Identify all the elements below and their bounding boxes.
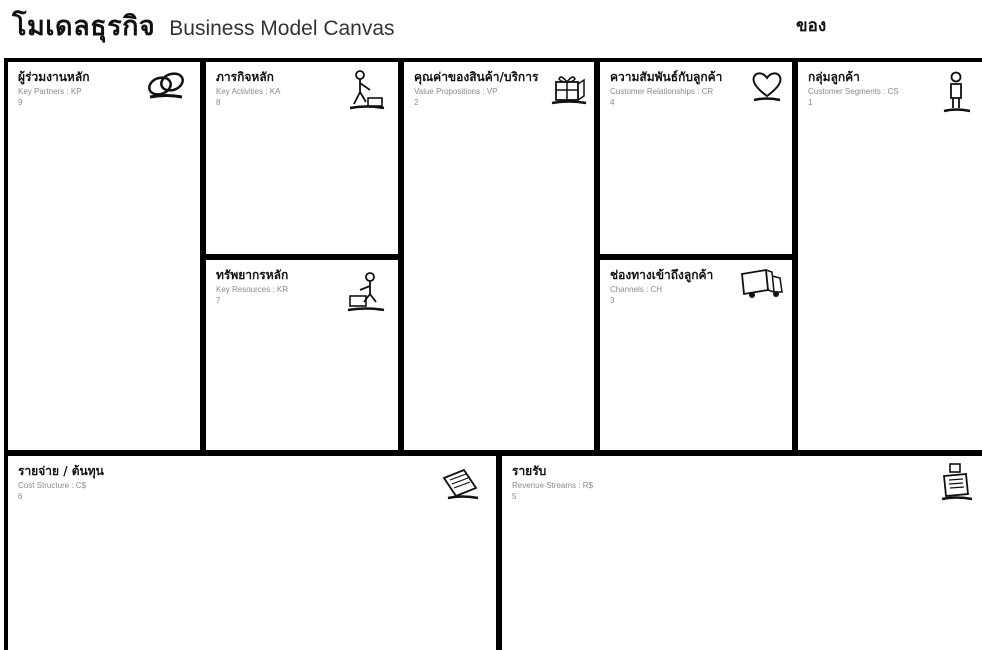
heart-icon (750, 70, 784, 102)
block-channels[interactable]: ช่องทางเข้าถึงลูกค้า Channels : CH 3 (600, 260, 792, 450)
block-title: กลุ่มลูกค้า (808, 70, 860, 84)
block-number: 1 (808, 98, 813, 107)
block-title: ความสัมพันธ์กับลูกค้า (610, 70, 723, 84)
block-subtitle: Cost Structure : C$ (18, 481, 87, 490)
block-number: 3 (610, 296, 615, 305)
block-customer-relationships[interactable]: ความสัมพันธ์กับลูกค้า Customer Relations… (600, 62, 792, 254)
page-title: โมเดลธุรกิจ Business Model Canvas (12, 4, 395, 44)
block-key-partners[interactable]: ผู้ร่วมงานหลัก Key Partners : KP 9 (8, 62, 200, 450)
price-tag-icon (440, 466, 480, 500)
block-subtitle: Revenue Streams : R$ (512, 481, 593, 490)
page-title-english: Business Model Canvas (169, 17, 395, 40)
block-number: 6 (18, 492, 23, 501)
block-title: ช่องทางเข้าถึงลูกค้า (610, 268, 714, 282)
block-title: รายจ่าย / ต้นทุน (18, 464, 104, 478)
worker-activity-icon (346, 68, 386, 112)
block-number: 8 (216, 98, 221, 107)
block-subtitle: Value Propositions : VP (414, 87, 498, 96)
block-number: 5 (512, 492, 517, 501)
customer-person-icon (940, 70, 972, 114)
block-subtitle: Key Resources : KR (216, 285, 289, 294)
block-customer-segments[interactable]: กลุ่มลูกค้า Customer Segments : CS 1 (798, 62, 982, 450)
delivery-truck-icon (738, 266, 784, 302)
block-title: รายรับ (512, 464, 547, 478)
page-title-thai: โมเดลธุรกิจ (12, 11, 156, 42)
worker-resources-icon (346, 270, 386, 314)
block-subtitle: Key Partners : KP (18, 87, 82, 96)
block-title: ผู้ร่วมงานหลัก (18, 70, 90, 84)
block-subtitle: Key Activities : KA (216, 87, 281, 96)
block-subtitle: Customer Segments : CS (808, 87, 899, 96)
block-number: 7 (216, 296, 221, 305)
owner-label: ของ (796, 16, 827, 36)
block-number: 4 (610, 98, 615, 107)
block-key-resources[interactable]: ทรัพยากรหลัก Key Resources : KR 7 (206, 260, 398, 450)
block-number: 9 (18, 98, 23, 107)
block-subtitle: Channels : CH (610, 285, 663, 294)
chain-links-icon (146, 70, 186, 100)
block-number: 2 (414, 98, 419, 107)
cash-register-icon (938, 462, 974, 502)
block-title: คุณค่าของสินค้า/บริการ (414, 70, 539, 84)
block-revenue-streams[interactable]: รายรับ Revenue Streams : R$ 5 (502, 456, 982, 650)
block-title: ภารกิจหลัก (216, 70, 274, 84)
block-cost-structure[interactable]: รายจ่าย / ต้นทุน Cost Structure : C$ 6 (8, 456, 496, 650)
block-subtitle: Customer Relationships : CR (610, 87, 714, 96)
gift-box-icon (550, 72, 588, 106)
block-key-activities[interactable]: ภารกิจหลัก Key Activities : KA 8 (206, 62, 398, 254)
block-value-propositions[interactable]: คุณค่าของสินค้า/บริการ Value Proposition… (404, 62, 594, 450)
business-model-canvas: ผู้ร่วมงานหลัก Key Partners : KP 9 ภารกิ… (4, 58, 982, 650)
block-title: ทรัพยากรหลัก (216, 268, 289, 282)
